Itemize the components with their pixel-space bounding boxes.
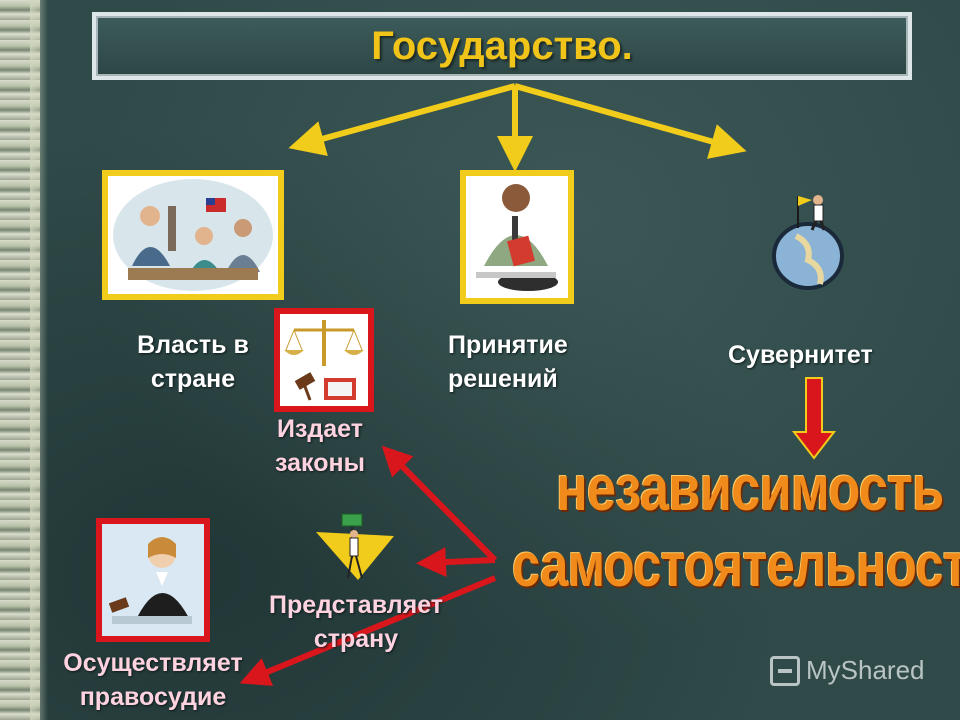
node-justice: Осуществляет правосудие: [63, 649, 243, 711]
myshared-logo-icon: [770, 655, 800, 686]
arrow-to-laws: [381, 445, 498, 563]
red-arrow-group: [239, 445, 498, 686]
scales-icon: [284, 320, 364, 401]
big-word-independence: независимость: [556, 452, 944, 524]
decisions-image-frame: [460, 170, 574, 304]
down-arrow-sovereignty: [791, 377, 837, 460]
node-decisions: Принятие решений: [448, 331, 568, 393]
node-sovereignty: Сувернитет: [728, 341, 873, 369]
justice-image-frame: [96, 518, 210, 642]
decorative-strip-fade: [30, 0, 48, 720]
big-word-selfsufficiency: самостоятельность: [512, 531, 960, 600]
power-image-frame: [102, 170, 284, 300]
arrow-to-sovereignty: [514, 83, 747, 159]
node-laws: Издает законы: [275, 415, 365, 477]
node-power: Власть в стране: [137, 331, 249, 393]
gavel-icon: [294, 372, 316, 401]
node-represents: Представляет страну: [268, 591, 444, 653]
arrow-to-power: [288, 83, 516, 157]
officer-icon: [476, 184, 558, 291]
meeting-icon: [113, 179, 273, 291]
flag-icon: [798, 196, 812, 206]
laws-image-frame: [274, 308, 374, 412]
yellow-arrow-group: [288, 83, 747, 172]
arrow-to-justice: [239, 575, 497, 686]
page-title: Государство.: [371, 23, 633, 68]
judge-icon: [102, 524, 204, 636]
watermark-text: MyShared: [806, 655, 925, 685]
arrow-to-represents: [416, 547, 496, 578]
title-box: Государство.: [92, 12, 912, 80]
flag-bearer-icon: [316, 513, 394, 580]
globe-icon: [772, 195, 844, 290]
watermark: MyShared: [770, 655, 925, 686]
